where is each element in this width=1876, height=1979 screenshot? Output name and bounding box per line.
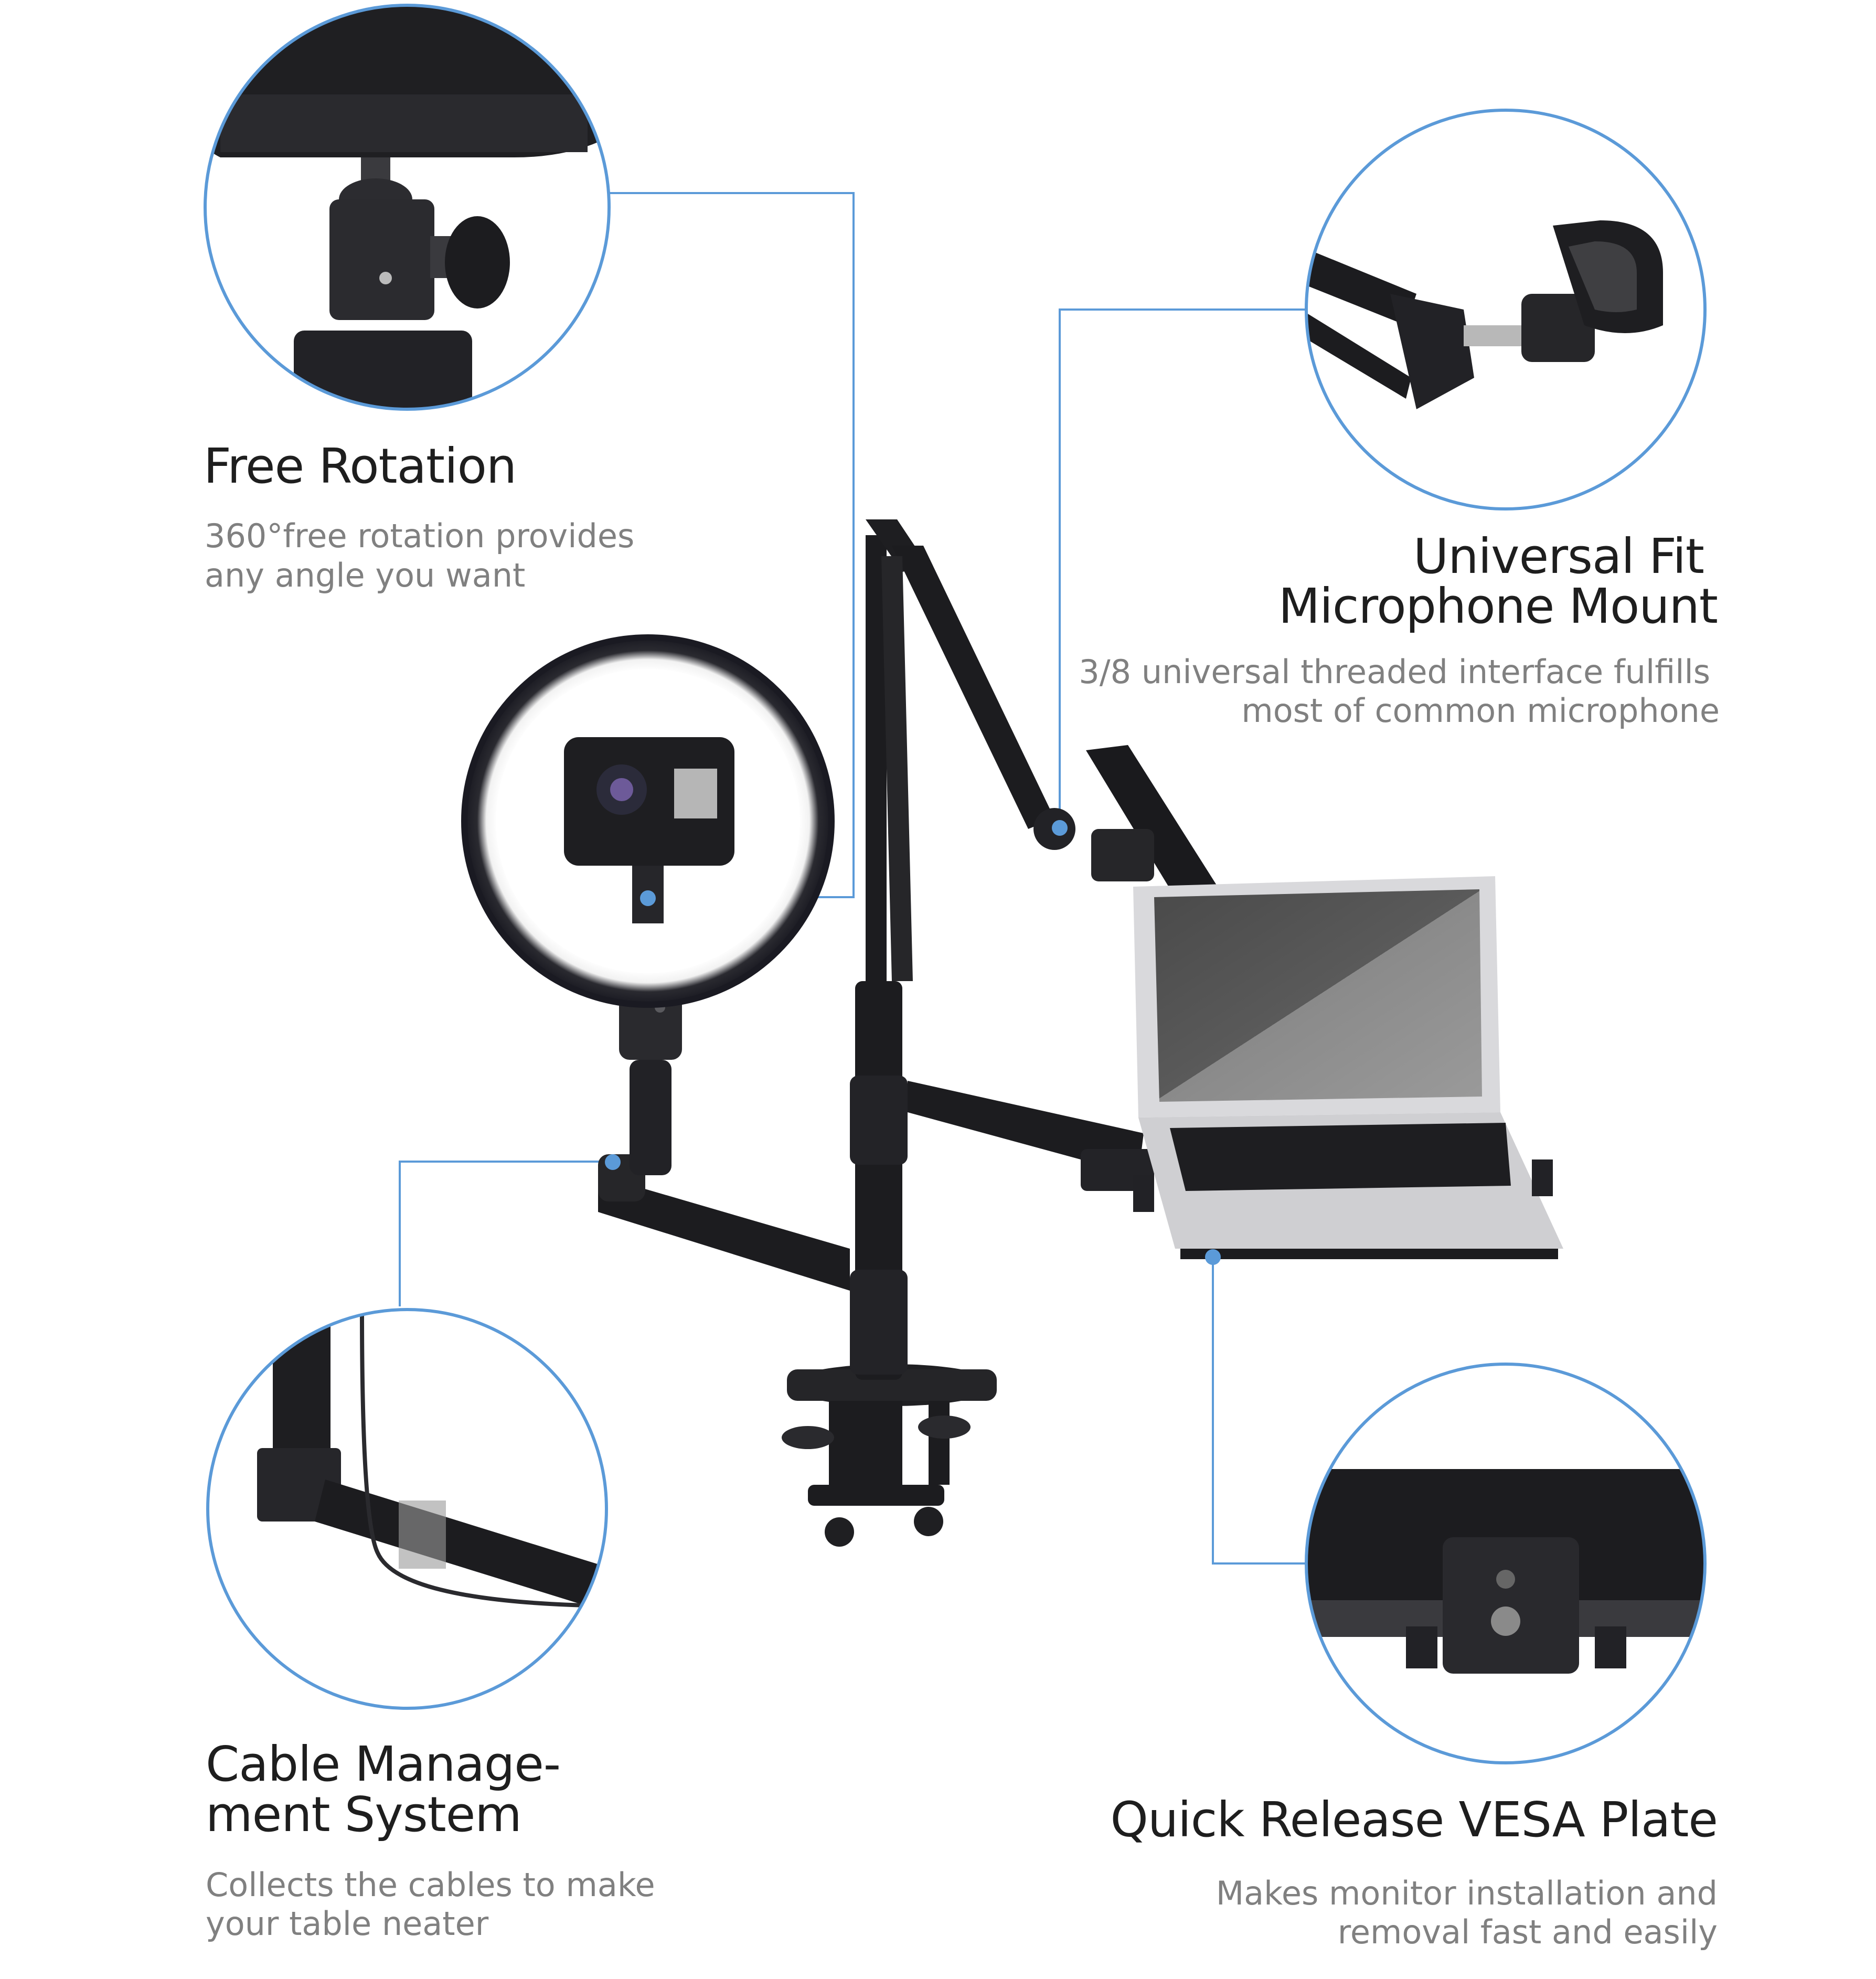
free-rotation-desc-line1: 360°free rotation provides xyxy=(205,517,635,555)
vesa-plate-desc-line2: removal fast and easily xyxy=(1337,1913,1718,1951)
leader-cable xyxy=(399,1161,613,1306)
mic-clip-icon xyxy=(1306,110,1705,509)
cable-management-desc-line2: your table neater xyxy=(206,1904,489,1943)
mic-mount-title-line2: Microphone Mount xyxy=(1278,578,1718,634)
mic-mount-desc-line2: most of common microphone xyxy=(1241,691,1720,730)
free-rotation-desc-line2: any angle you want xyxy=(205,556,526,594)
desk-stand-product xyxy=(461,519,1563,1547)
callout-dots xyxy=(605,820,1221,1265)
vesa-plate-desc-line1: Makes monitor installation and xyxy=(1216,1874,1718,1912)
cable-clip-icon xyxy=(208,1310,606,1708)
cable-management-title-line2: ment System xyxy=(206,1786,522,1843)
leader-vesa xyxy=(1212,1257,1307,1565)
cable-management-desc-line1: Collects the cables to make xyxy=(206,1866,655,1904)
cable-management-title-line1: Cable Manage- xyxy=(206,1736,561,1792)
leader-mic-mount xyxy=(1059,308,1305,826)
ball-head-icon xyxy=(205,5,609,409)
vesa-latch-icon xyxy=(1306,1364,1705,1763)
mic-mount-desc-line1: 3/8 universal threaded interface fulfill… xyxy=(1079,653,1710,691)
free-rotation-title: Free Rotation xyxy=(204,438,517,494)
vesa-plate-title: Quick Release VESA Plate xyxy=(1110,1792,1718,1848)
mic-mount-title-line1: Universal Fit xyxy=(1413,528,1704,584)
